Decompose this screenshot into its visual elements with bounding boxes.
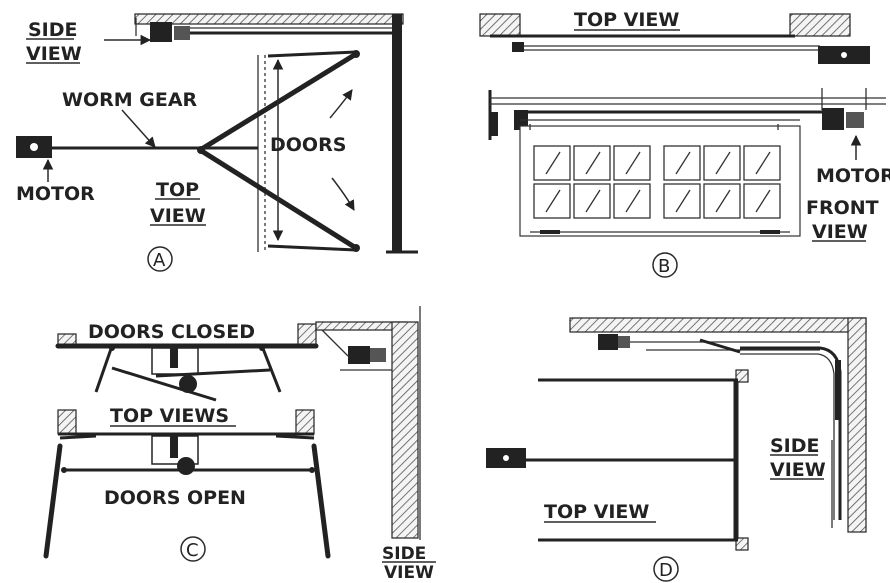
door-windows-left	[533, 145, 651, 219]
top-views-label: TOP VIEWS	[110, 405, 229, 427]
panel-b-marker: B	[658, 256, 670, 277]
panel-a-motor-label: MOTOR	[16, 183, 95, 205]
door-windows-right	[663, 145, 781, 219]
panel-d-side-motor	[598, 334, 618, 350]
panel-c-side-motor	[348, 346, 370, 364]
panel-c: DOORS CLOSED TOP VIEWS DOORS OPEN	[43, 306, 436, 583]
panel-d-marker: D	[659, 560, 673, 581]
curved-track	[740, 346, 842, 520]
panel-d-view-label: VIEW	[770, 459, 826, 481]
panel-d-side-label: SIDE	[770, 435, 820, 457]
swing-arrow-down	[331, 177, 355, 211]
panel-b-front-label: FRONT	[806, 197, 879, 219]
panel-d-wall	[847, 317, 867, 533]
garage-door-panel	[519, 125, 801, 237]
panel-b-motor-label: MOTOR	[816, 165, 890, 187]
panel-b-front-view-label: VIEW	[812, 221, 868, 243]
panel-d-top-view-label: TOP VIEW	[544, 501, 649, 523]
panel-c-side-label: SIDE	[382, 544, 426, 564]
panel-a-top-view-label: VIEW	[150, 205, 206, 227]
swing-arrow-up	[329, 89, 353, 119]
panel-b-top-view-label: TOP VIEW	[574, 9, 679, 31]
panel-a-marker-circle	[147, 246, 173, 272]
panel-a: SIDE VIEW WORM GEAR DOORS MOTOR TOP VIEW…	[16, 13, 418, 272]
open-door-left	[43, 443, 63, 559]
panel-b: TOP VIEW	[479, 9, 890, 278]
panel-d-marker-circle	[653, 556, 679, 582]
panel-a-top-label: TOP	[156, 179, 199, 201]
panel-a-view-label: VIEW	[26, 43, 82, 65]
panel-b-marker-circle	[652, 252, 678, 278]
ceiling-hatch	[134, 13, 404, 25]
side-view-motor	[150, 22, 172, 42]
worm-gear-label: WORM GEAR	[62, 89, 198, 111]
panel-a-side-label: SIDE	[28, 19, 78, 41]
doors-open-label: DOORS OPEN	[104, 487, 246, 509]
panel-d: SIDE VIEW TOP VIEW D	[486, 317, 867, 582]
panel-c-wall	[391, 321, 419, 539]
doors-closed-label: DOORS CLOSED	[88, 321, 255, 343]
doors-label: DOORS	[270, 134, 346, 156]
open-door-right	[311, 443, 331, 559]
open-gear	[177, 457, 195, 475]
front-view-motor	[822, 108, 844, 130]
panel-c-marker: C	[186, 540, 199, 561]
side-wall	[392, 14, 402, 252]
panel-a-marker: A	[153, 250, 166, 271]
panel-d-ceiling	[569, 317, 867, 333]
panel-c-view-label: VIEW	[384, 563, 434, 583]
panel-c-marker-circle	[180, 536, 206, 562]
